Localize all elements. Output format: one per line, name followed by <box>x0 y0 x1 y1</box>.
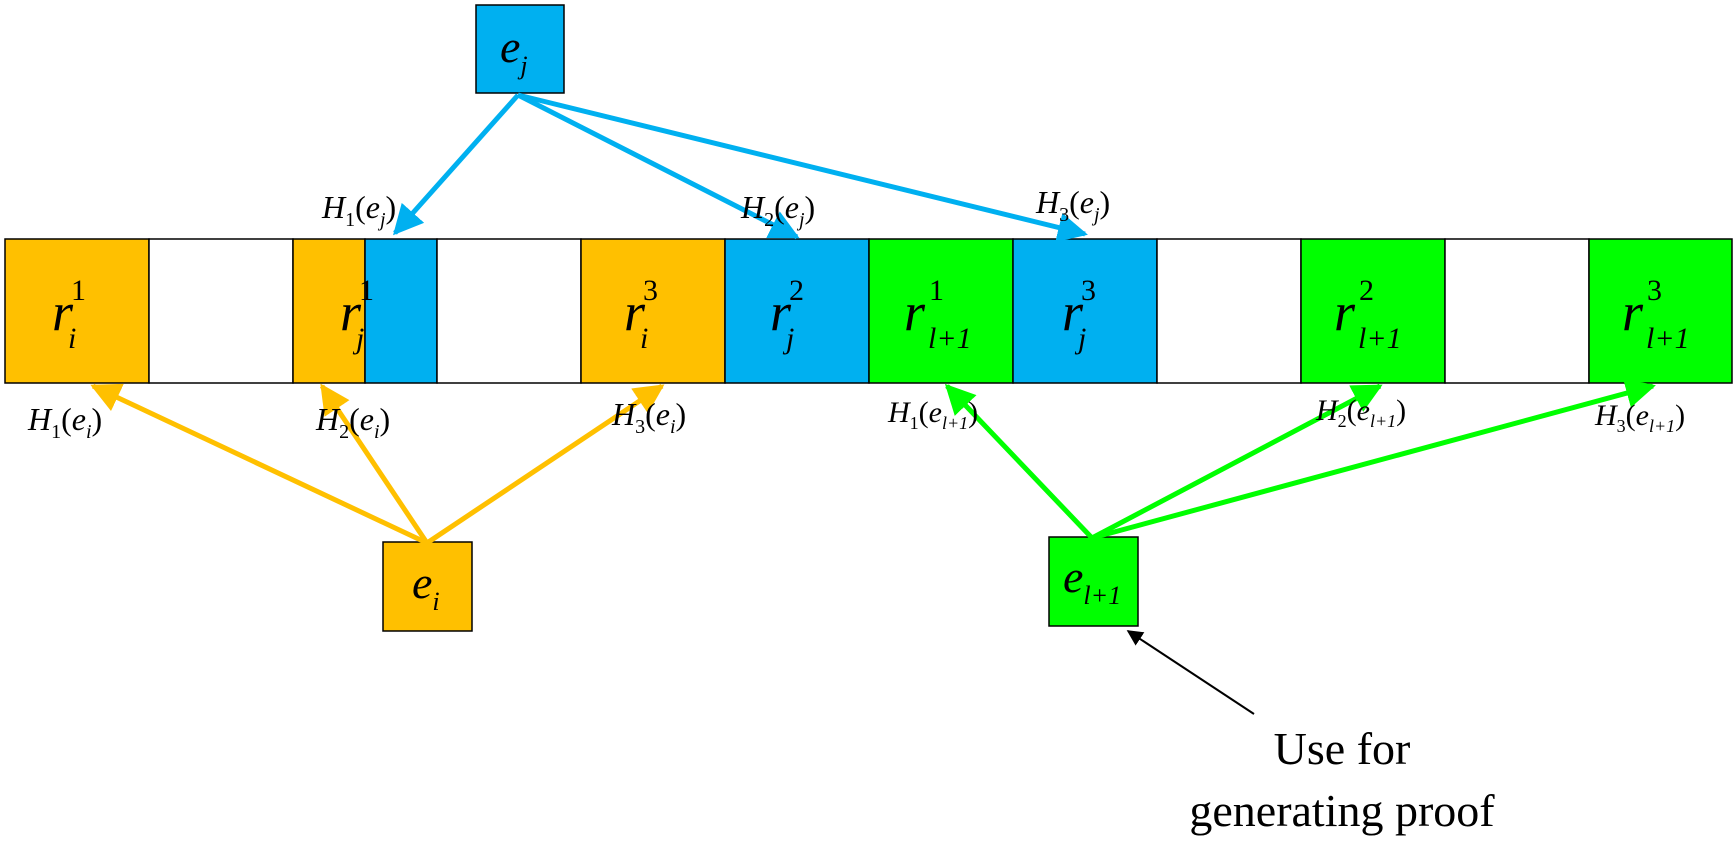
cell-5 <box>724 238 870 384</box>
hash-labels: H1(ej) H2(ej) H3(ej) H1(ei) H2(ei) H3(ei… <box>27 184 1685 443</box>
arrow-ei-h1 <box>90 383 429 546</box>
cell-7 <box>1012 238 1158 384</box>
arrow-el1-h1 <box>944 383 1094 540</box>
hash-label-h1-ej: H1(ej) <box>321 189 396 231</box>
cell-9 <box>1300 238 1446 384</box>
cell-6 <box>868 238 1014 384</box>
bit-array <box>4 238 1733 384</box>
arrows-el1 <box>944 378 1656 541</box>
element-el1: el+1 <box>1048 536 1139 627</box>
annotation-arrow <box>1126 630 1255 715</box>
cell-3 <box>436 238 582 384</box>
hash-label-h1-el1: H1(el+1) <box>887 396 978 433</box>
arrow-ej-h2 <box>516 92 800 240</box>
hash-label-h2-el1: H2(el+1) <box>1315 394 1406 431</box>
annotation-line-1: Use for <box>1274 723 1411 774</box>
hash-label-h2-ej: H2(ej) <box>740 189 815 231</box>
arrow-el1-h3 <box>1091 378 1656 541</box>
cell-2-split <box>292 238 438 384</box>
cell-4 <box>580 238 726 384</box>
element-ej-box <box>475 4 565 94</box>
arrow-ei-h3 <box>425 383 665 546</box>
hash-label-h1-ei: H1(ei) <box>27 401 102 443</box>
cell-2-left-orange <box>292 238 366 384</box>
cell-2-right-blue <box>364 238 438 384</box>
arrows-ei <box>90 383 665 546</box>
annotation-line-2: generating proof <box>1189 785 1495 836</box>
hash-label-h3-ej: H3(ej) <box>1035 184 1110 226</box>
arrow-ei-h2 <box>319 383 430 545</box>
annotation: Use for generating proof <box>1189 723 1495 836</box>
element-ej: ej <box>475 4 565 94</box>
element-ei-box <box>382 541 473 632</box>
element-el1-label: el+1 <box>1063 551 1121 610</box>
element-ei-label: ei <box>412 557 440 616</box>
arrow-el1-h2 <box>1090 383 1383 541</box>
arrows-ej <box>393 92 1088 243</box>
cell-1 <box>148 238 294 384</box>
hash-label-h2-ei: H2(ei) <box>315 401 390 443</box>
element-ei: ei <box>382 541 473 632</box>
cell-8 <box>1156 238 1302 384</box>
cell-11 <box>1588 238 1733 384</box>
hash-label-h3-el1: H3(el+1) <box>1594 399 1685 436</box>
element-el1-box <box>1048 536 1139 627</box>
element-ej-label: ej <box>500 21 528 80</box>
arrow-ej-h3 <box>517 92 1088 243</box>
arrow-ej-h1 <box>393 93 520 236</box>
cell-10 <box>1444 238 1590 384</box>
hash-label-h3-ei: H3(ei) <box>611 396 686 438</box>
cell-0 <box>4 238 150 384</box>
